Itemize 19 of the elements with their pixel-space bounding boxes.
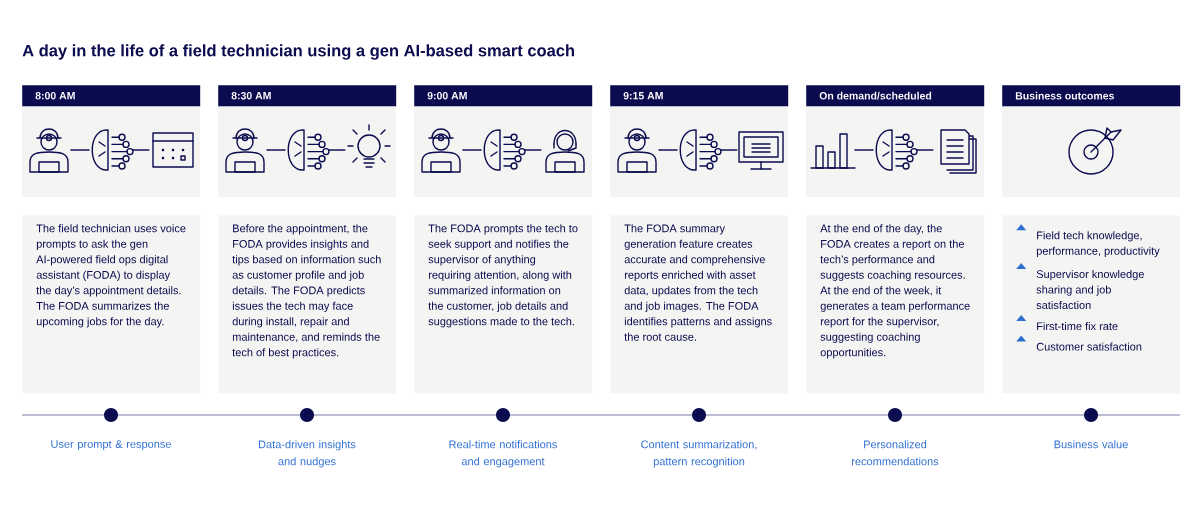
description-panel: The field technician uses voice prompts to ask the gen AI-powered field ops digital assistant (FODA) to display the day’s appointment details. The FODA summarizes the upcoming jobs for the day. bbox=[22, 215, 201, 394]
description-panel: Field tech knowledge, performance, productivity Supervisor knowledge sharing and job satisfaction First-time fix rate Customer satisfaction bbox=[1002, 215, 1181, 394]
time-header: 8:30 AM bbox=[218, 85, 397, 107]
time-header: 8:00 AM bbox=[22, 85, 201, 107]
timeline-label: Business value bbox=[1054, 440, 1128, 449]
description-panel: The FODA summary generation feature creates accurate and comprehensive reports enriched with asset data, updates from the tech and job images. The FODA identifies patterns and assigns the root cause. bbox=[610, 215, 789, 394]
description-panel: The FODA prompts the tech to seek support and notifies the supervisor of anything requiring attention, along with summarized information on the customer, job details and suggestions made to the tech. bbox=[414, 215, 593, 394]
timeline-label: Real-time notifications and engagement bbox=[449, 440, 557, 468]
timeline-label: Personalized recommendations bbox=[852, 440, 939, 466]
time-header: 9:15 AM bbox=[610, 85, 789, 107]
time-header: 9:00 AM bbox=[414, 85, 593, 107]
description-panel: Before the appointment, the FODA provides insights and tips based on information such as customer profile and job details. The FODA predicts issues the tech may face during install, repair and maintenance, and reminds the tech of best practices. bbox=[218, 215, 397, 394]
title: A day in the life of a field technician using a gen AI-based smart coach bbox=[22, 44, 575, 60]
timeline-label: Content summarization, pattern recognition bbox=[641, 440, 757, 468]
description-panel: At the end of the day, the FODA creates a report on the tech’s performance and suggests coaching resources. At the end of the week, it generates a team performance report for the supervisor, suggesting coaching opportunities. bbox=[806, 215, 985, 394]
time-header: On demand/scheduled bbox=[806, 85, 985, 107]
time-header: Business outcomes bbox=[1002, 85, 1181, 107]
timeline-label: User prompt & response bbox=[51, 440, 171, 451]
timeline-label: Data-driven insights and nudges bbox=[259, 440, 356, 468]
